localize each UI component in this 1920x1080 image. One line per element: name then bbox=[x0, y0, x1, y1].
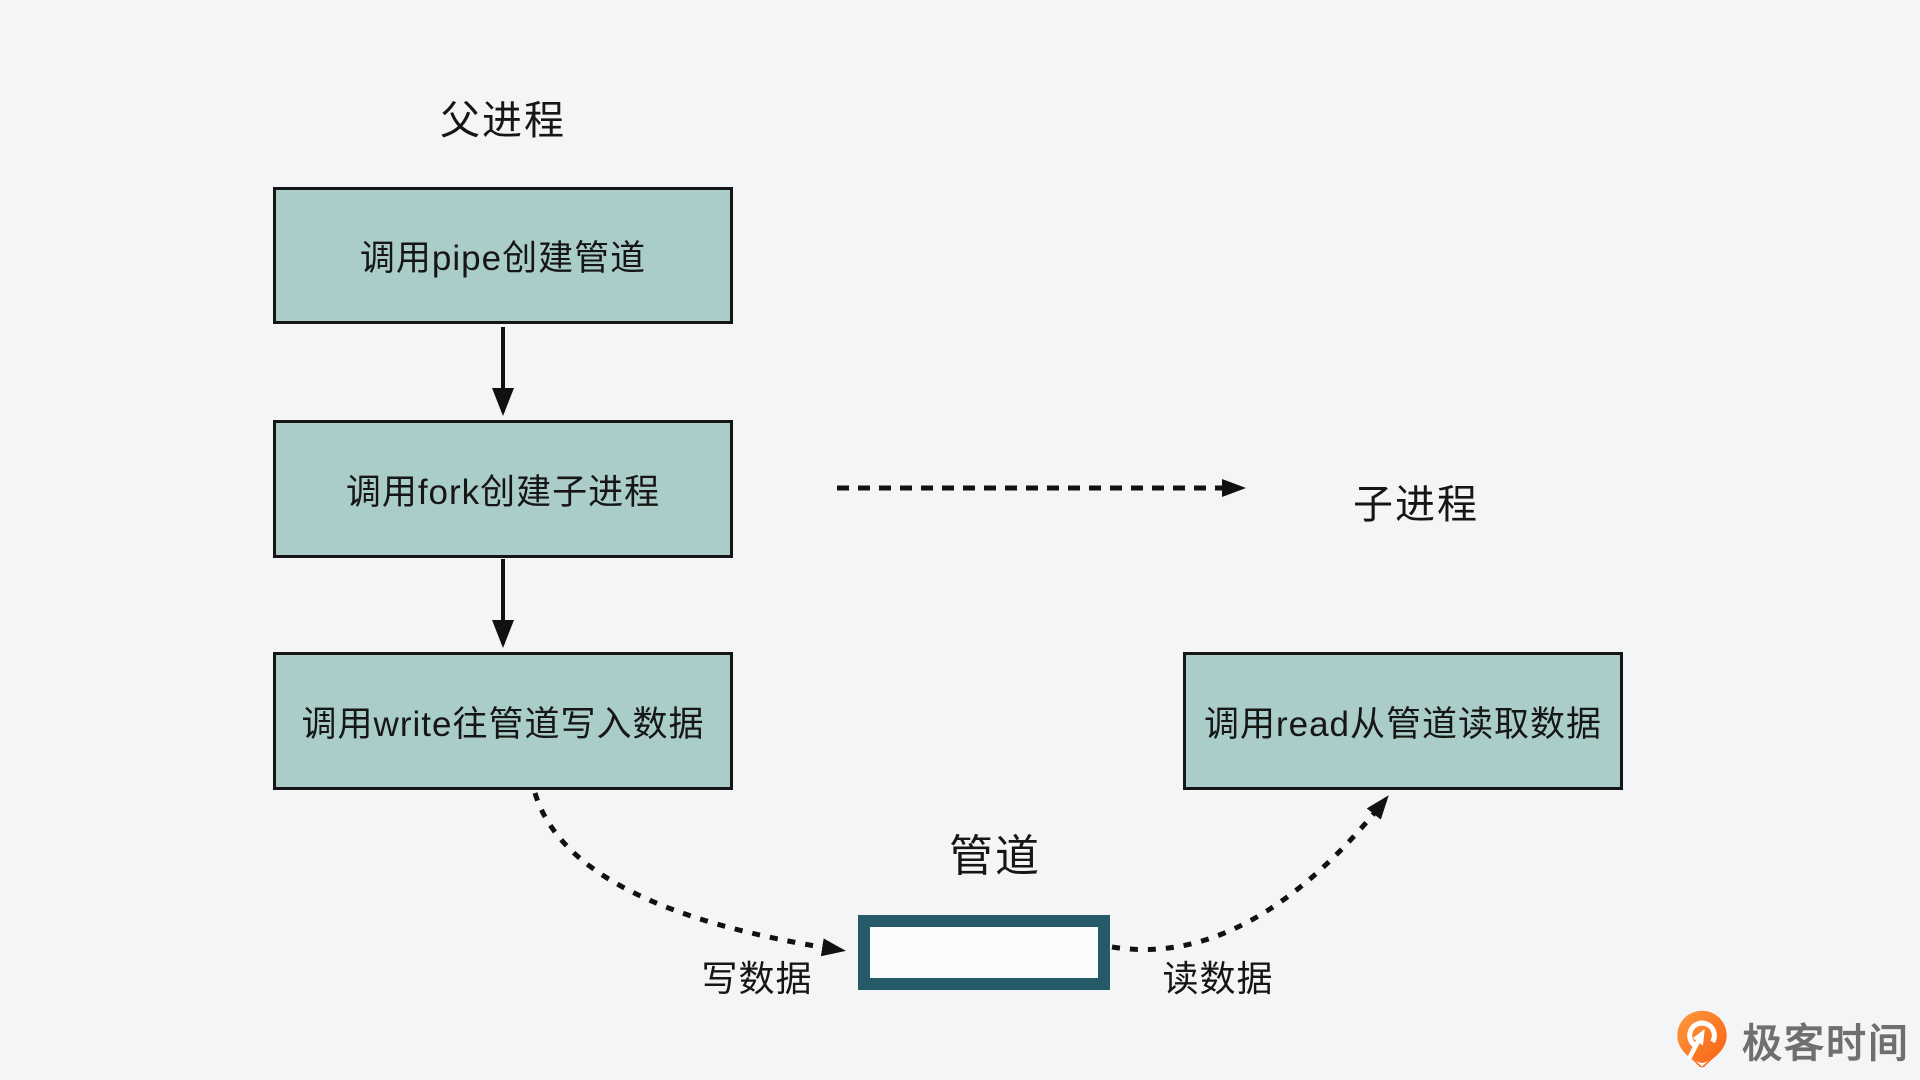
step-box-fork-child: 调用fork创建子进程 bbox=[273, 420, 733, 558]
geektime-pin-icon bbox=[1677, 1010, 1727, 1068]
geektime-brand: 极客时间 bbox=[1674, 1008, 1910, 1072]
child-process-label: 子进程 bbox=[1353, 483, 1479, 527]
pipe-box bbox=[858, 915, 1110, 990]
read-data-label: 读数据 bbox=[1162, 958, 1274, 999]
dashed-curve-pipe-to-read bbox=[1111, 795, 1389, 953]
step-box-create-pipe: 调用pipe创建管道 bbox=[273, 187, 733, 324]
step-box-create-pipe-label: 调用pipe创建管道 bbox=[359, 239, 647, 278]
write-data-label: 写数据 bbox=[701, 958, 813, 999]
parent-process-label: 父进程 bbox=[440, 99, 566, 143]
geektime-brand-text: 极客时间 bbox=[1742, 1022, 1910, 1066]
step-box-read-pipe: 调用read从管道读取数据 bbox=[1183, 652, 1623, 790]
step-box-read-pipe-label: 调用read从管道读取数据 bbox=[1203, 704, 1603, 744]
step-box-fork-child-label: 调用fork创建子进程 bbox=[345, 472, 661, 512]
step-box-write-pipe: 调用write往管道写入数据 bbox=[273, 652, 733, 790]
step-box-write-pipe-label: 调用write往管道写入数据 bbox=[301, 704, 705, 744]
pipe-label: 管道 bbox=[949, 832, 1041, 881]
dashed-curve-write-to-pipe bbox=[532, 792, 846, 957]
